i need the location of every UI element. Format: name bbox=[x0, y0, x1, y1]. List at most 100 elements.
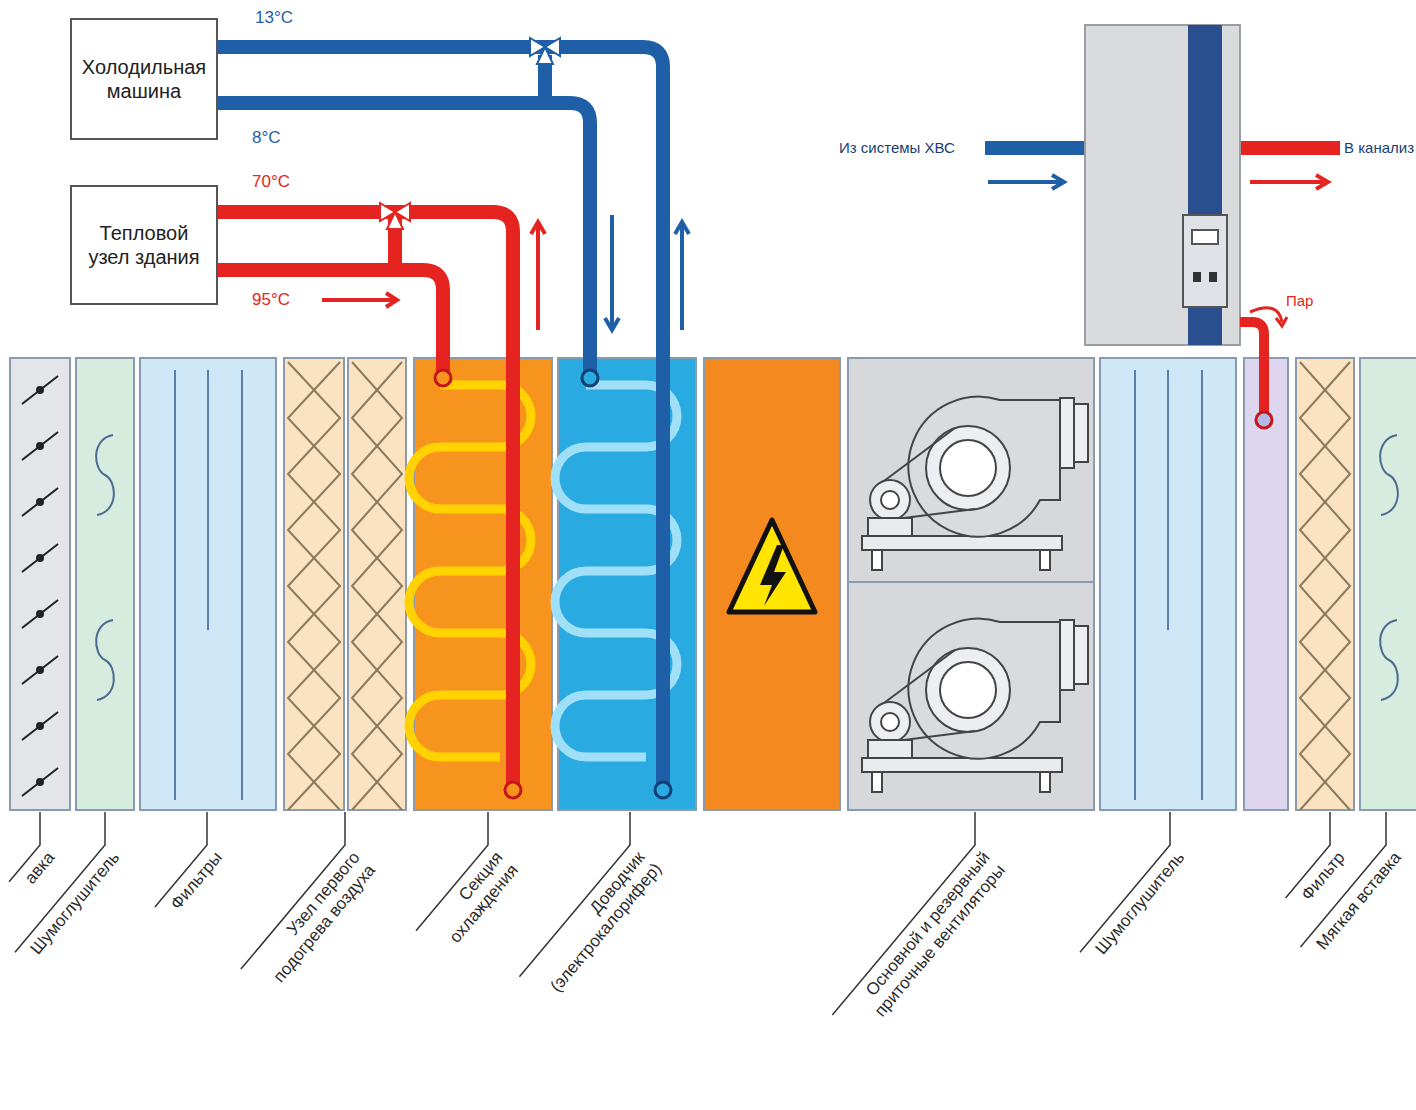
drawing-part bbox=[10, 358, 70, 810]
section-label: Шумоглушитель bbox=[1092, 848, 1190, 959]
damper-blade bbox=[22, 712, 58, 740]
damper-blade bbox=[22, 432, 58, 460]
damper-pivot bbox=[36, 778, 44, 786]
damper-pivot bbox=[36, 610, 44, 618]
drawing-part bbox=[348, 358, 406, 810]
section-label: Фильтр bbox=[1297, 848, 1349, 905]
pipe-label: 95°C bbox=[252, 290, 290, 310]
pipe-label: В канализ bbox=[1344, 139, 1414, 156]
drawing-part bbox=[1256, 412, 1272, 428]
drawing-part bbox=[1240, 141, 1340, 155]
damper-pivot bbox=[36, 442, 44, 450]
drawing-part bbox=[76, 358, 134, 810]
silencer-baffle bbox=[96, 435, 114, 515]
drawing-part bbox=[985, 141, 1085, 155]
filter-media bbox=[1300, 362, 1350, 810]
equipment-box: Тепловой узел здания bbox=[70, 185, 218, 305]
drawing-part bbox=[531, 222, 545, 330]
drawing-part bbox=[1240, 322, 1264, 418]
filter-media bbox=[1300, 362, 1350, 810]
pipe-label: Пар bbox=[1286, 292, 1313, 309]
filter-media bbox=[352, 362, 402, 810]
warning-sign bbox=[729, 520, 815, 612]
drawing-part bbox=[218, 47, 663, 790]
drawing-part bbox=[1192, 230, 1218, 244]
damper-blade bbox=[22, 376, 58, 404]
section-label: Доводчик (электрокалорифер) bbox=[531, 848, 665, 997]
silencer-baffle bbox=[1380, 620, 1398, 700]
drawing-part bbox=[218, 103, 590, 378]
drawing-part bbox=[1244, 358, 1288, 810]
drawing-part bbox=[505, 782, 521, 798]
equipment-box: Холодильная машина bbox=[70, 18, 218, 140]
silencer-baffle bbox=[1380, 435, 1398, 515]
drawing-part bbox=[380, 203, 410, 229]
filter-media bbox=[352, 362, 402, 810]
box-label: Холодильная машина bbox=[80, 55, 208, 103]
drawing-part bbox=[1134, 370, 1136, 800]
drawing-part bbox=[322, 293, 397, 307]
drawing-part bbox=[1209, 272, 1217, 282]
damper-blade bbox=[22, 656, 58, 684]
drawing-part bbox=[1250, 175, 1328, 189]
damper-pivot bbox=[36, 722, 44, 730]
pipe-label: 70°C bbox=[252, 172, 290, 192]
filter-pockets bbox=[175, 370, 1202, 800]
drawing-part bbox=[1360, 358, 1416, 810]
drawing-part bbox=[1167, 370, 1169, 630]
drawing-part bbox=[1100, 358, 1236, 810]
drawing-part bbox=[848, 581, 1094, 583]
drawing-part bbox=[174, 370, 176, 800]
drawing-part bbox=[1085, 25, 1240, 345]
drawing-part bbox=[218, 270, 443, 378]
section-label: авка bbox=[21, 848, 60, 889]
drawing-part bbox=[140, 358, 276, 810]
filter-media bbox=[288, 362, 340, 810]
damper-pivot bbox=[36, 498, 44, 506]
drawing-part bbox=[435, 370, 451, 386]
pipe-ends bbox=[435, 370, 671, 798]
drawing-part bbox=[207, 370, 209, 630]
pipe-label: Из системы ХВС bbox=[839, 139, 955, 156]
drawing-part bbox=[988, 175, 1064, 189]
drawing-part bbox=[1296, 358, 1354, 810]
drawing-part bbox=[675, 222, 689, 330]
drawing-part bbox=[1193, 272, 1201, 282]
drawing-part bbox=[218, 212, 513, 790]
drawing-part bbox=[760, 545, 786, 606]
drawing-part bbox=[862, 619, 1088, 792]
drawing-part bbox=[1201, 370, 1203, 800]
section-label: Основной и резервный приточные вентилято… bbox=[844, 848, 1010, 1035]
damper-blade bbox=[22, 488, 58, 516]
drawing-part bbox=[1183, 215, 1227, 307]
drawing-part bbox=[848, 358, 1094, 810]
damper-blade bbox=[22, 768, 58, 796]
damper-pivot bbox=[36, 554, 44, 562]
three-way-valves bbox=[380, 38, 560, 229]
drawing-part bbox=[704, 358, 840, 810]
section-details bbox=[22, 362, 1398, 810]
drawing-part bbox=[1276, 317, 1287, 326]
damper-pivot bbox=[36, 386, 44, 394]
ahu-sections bbox=[10, 358, 1416, 810]
steam-humidifier bbox=[985, 25, 1340, 428]
drawing-part bbox=[241, 370, 243, 800]
drawing-part bbox=[605, 215, 619, 330]
drawing-part bbox=[530, 38, 560, 64]
drawing-part bbox=[729, 520, 815, 612]
pipe-label: 8°C bbox=[252, 128, 281, 148]
section-label: Узел первого подогрева воздуха bbox=[253, 848, 381, 989]
drawing-part bbox=[284, 358, 344, 810]
drawing-part bbox=[862, 397, 1088, 570]
filter-media bbox=[288, 362, 340, 810]
pipe-label: 13°C bbox=[255, 8, 293, 28]
drawing-part bbox=[582, 370, 598, 386]
damper-pivot bbox=[36, 666, 44, 674]
pipes bbox=[218, 47, 663, 790]
box-label: Тепловой узел здания bbox=[80, 221, 208, 269]
drawing-part bbox=[655, 782, 671, 798]
damper-blade bbox=[22, 600, 58, 628]
damper-blade bbox=[22, 544, 58, 572]
